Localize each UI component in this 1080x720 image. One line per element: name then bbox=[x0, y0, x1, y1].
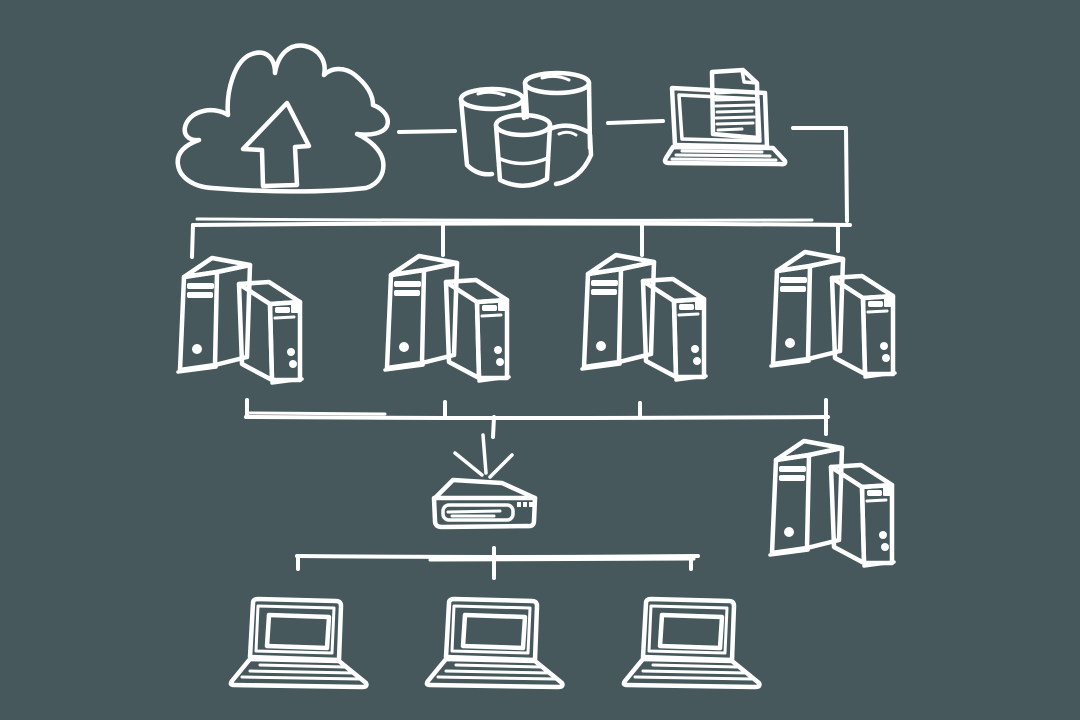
server-pair-4 bbox=[771, 252, 895, 377]
connector-lines-layer bbox=[190, 119, 852, 580]
server-pair-5 bbox=[770, 441, 894, 566]
cloud-upload-icon bbox=[178, 46, 388, 192]
server-pair-2 bbox=[385, 256, 509, 381]
router-icon bbox=[434, 435, 535, 527]
database-to-laptop-link bbox=[606, 119, 665, 125]
bus3-line-sketch bbox=[428, 557, 696, 562]
diagram-nodes-layer bbox=[178, 46, 895, 687]
bus1-drop-server-1 bbox=[190, 223, 195, 259]
bus2-drop-router bbox=[491, 415, 496, 439]
bus2-line-sketch bbox=[247, 411, 387, 416]
workstation-laptop-1 bbox=[231, 599, 367, 687]
server-pair-1 bbox=[178, 258, 302, 383]
bus2-line bbox=[244, 415, 830, 420]
database-cluster-icon bbox=[461, 73, 591, 186]
bus1-line-sketch bbox=[195, 217, 814, 222]
bus1-line bbox=[191, 221, 852, 227]
workstation-laptop-3 bbox=[624, 599, 760, 687]
server-pair-3 bbox=[582, 255, 706, 380]
laptop-to-bus1-elbow bbox=[791, 126, 849, 223]
laptop-document-icon bbox=[665, 70, 785, 164]
cloud-to-database-link bbox=[397, 129, 457, 134]
workstation-laptop-2 bbox=[427, 599, 563, 687]
bus3-line bbox=[295, 554, 700, 559]
